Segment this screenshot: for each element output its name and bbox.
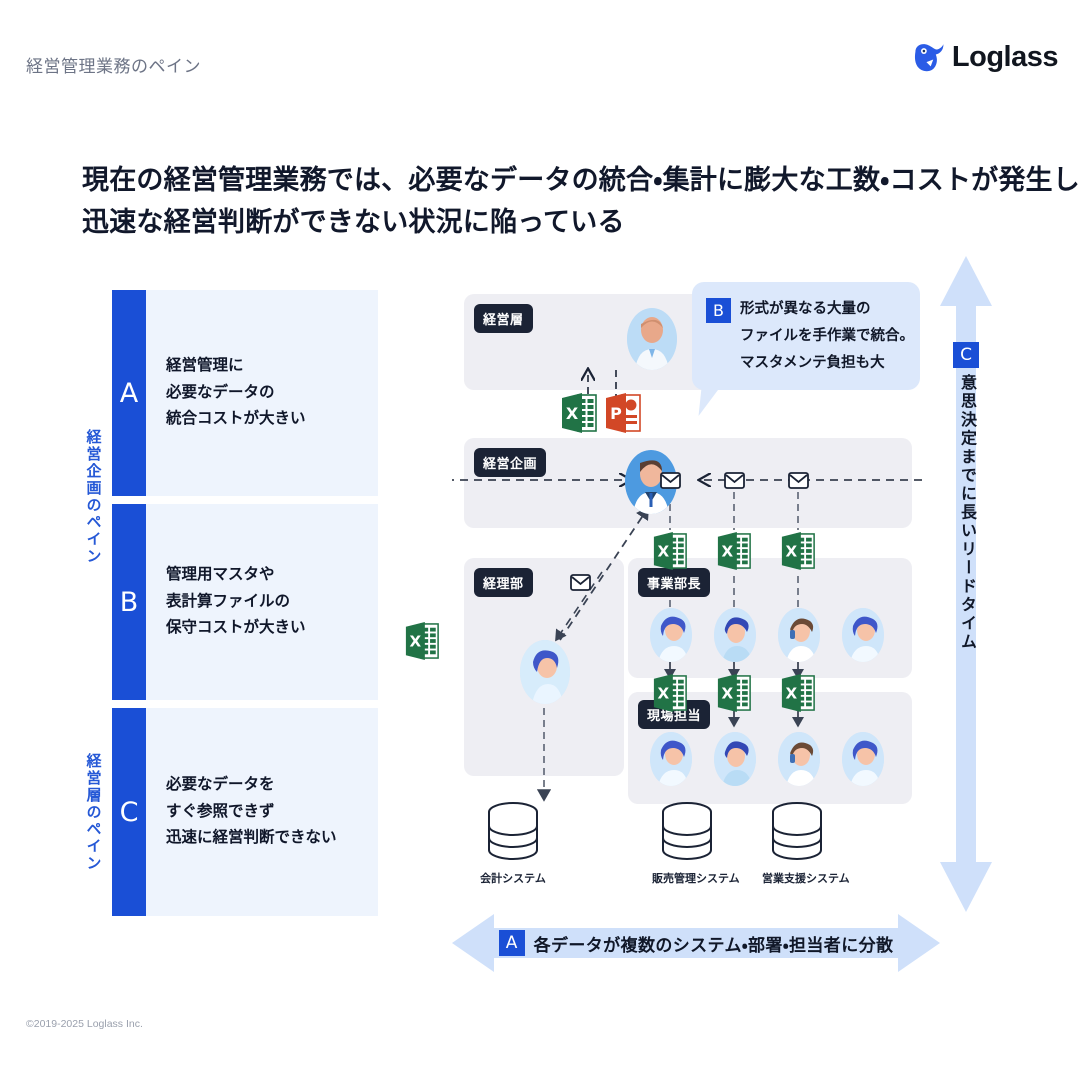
pain-row-b[interactable]: B 管理用マスタや 表計算ファイルの 保守コストが大きい: [112, 504, 378, 700]
excel-icon-bu-3: X: [780, 530, 816, 577]
pain-a-line-2: 必要なデータの: [166, 383, 275, 401]
bottom-arrow-text: 各データが複数のシステム・部署・担当者に分散: [533, 935, 894, 955]
svg-text:X: X: [786, 543, 798, 561]
pain-c-line-2: すぐ参照できず: [166, 802, 275, 820]
svg-text:P: P: [610, 404, 622, 423]
headline-line-1: 現在の経営管理業務では、必要なデータの統合・集計に膨大な工数・コストが発生してお…: [82, 165, 1080, 195]
svg-text:X: X: [566, 404, 579, 423]
callout-b-text: 形式が異なる大量の ファイルを手作業で統合。 マスタメンテ負担も大: [740, 296, 914, 376]
avatar-planner: [625, 450, 677, 514]
pain-c-line-1: 必要なデータを: [166, 776, 275, 794]
svg-text:X: X: [786, 685, 798, 703]
avatar-bu-3: [778, 608, 820, 662]
avatar-bu-4: [842, 608, 884, 662]
bottom-arrow-a: A 各データが複数のシステム・部署・担当者に分散: [452, 908, 940, 978]
svg-text:X: X: [722, 543, 734, 561]
excel-icon-standalone: X: [404, 620, 440, 667]
headline: 現在の経営管理業務では、必要なデータの統合・集計に膨大な工数・コストが発生してお…: [82, 160, 1080, 244]
avatar-genba-4: [842, 732, 884, 786]
vertical-arrow-text: 意思決定までに長いリードタイム: [958, 374, 975, 652]
excel-icon-bu-2: X: [716, 530, 752, 577]
database-label-sfa: 営業支援システム: [762, 873, 850, 885]
excel-icon-bu-1: X: [652, 530, 688, 577]
avatar-bu-2: [714, 608, 756, 662]
avatar-genba-2: [714, 732, 756, 786]
pain-axis: 経営企画のペイン 経営層のペイン: [78, 288, 108, 916]
excel-icon-exec: X: [560, 392, 598, 439]
database-sfa: 営業支援システム: [762, 800, 850, 886]
callout-b-line-2: ファイルを手作業で統合。: [740, 327, 914, 344]
pain-badge-a: A: [112, 290, 146, 496]
envelope-icon-4: [570, 572, 591, 598]
axis-label-keieikikaku: 経営企画のペイン: [84, 429, 102, 565]
zone-label-keieikikaku: 経営企画: [474, 448, 547, 477]
excel-icon-genba-1: X: [652, 672, 688, 719]
headline-line-2: 迅速な経営判断ができない状況に陥っている: [82, 206, 625, 237]
database-row: 会計システム 販売管理システム 営業支援システム: [452, 800, 932, 900]
avatar-accounting: [520, 640, 570, 704]
callout-b-line-3: マスタメンテ負担も大: [740, 354, 885, 371]
pain-row-a[interactable]: A 経営管理に 必要なデータの 統合コストが大きい: [112, 290, 378, 496]
footer-copyright: ©2019-2025 Loglass Inc.: [26, 1018, 143, 1030]
logo-text: Loglass: [951, 40, 1059, 73]
avatar-genba-1: [650, 732, 692, 786]
svg-text:X: X: [658, 685, 670, 703]
svg-text:X: X: [658, 543, 670, 561]
excel-icon-genba-2: X: [716, 672, 752, 719]
callout-badge-b: B: [706, 298, 731, 323]
pain-row-c[interactable]: C 必要なデータを すぐ参照できず 迅速に経営判断できない: [112, 708, 378, 916]
pain-badge-b: B: [112, 504, 146, 700]
callout-b-line-1: 形式が異なる大量の: [740, 301, 871, 317]
powerpoint-icon-exec: P: [604, 392, 642, 439]
avatar-genba-3: [778, 732, 820, 786]
bottom-arrow-badge-a: A: [498, 930, 525, 956]
database-sales-mgmt: 販売管理システム: [652, 800, 740, 886]
axis-label-keieisou: 経営層のペイン: [84, 752, 102, 872]
pain-c-line-3: 迅速に経営判断できない: [166, 829, 337, 847]
database-accounting: 会計システム: [478, 800, 548, 886]
brand-logo: Loglass: [912, 40, 1059, 74]
zone-label-keiribu: 経理部: [474, 568, 533, 597]
envelope-icon-2: [724, 470, 745, 496]
zone-label-jigyoubuchou: 事業部長: [638, 568, 711, 597]
pain-b-line-2: 表計算ファイルの: [166, 592, 291, 610]
zone-label-keieisou: 経営層: [474, 304, 533, 333]
system-diagram: 経営層 経営企画 経理部 事業部長 現場担当: [405, 280, 932, 900]
page-title: 経営管理業務のペイン: [26, 57, 201, 76]
avatar-bu-1: [650, 608, 692, 662]
pain-body-c: 必要なデータを すぐ参照できず 迅速に経営判断できない: [146, 708, 378, 916]
vertical-arrow-badge-c: C: [953, 342, 979, 368]
envelope-icon-3: [788, 470, 809, 496]
pain-a-line-1: 経営管理に: [166, 357, 244, 375]
database-label-sales-mgmt: 販売管理システム: [652, 873, 740, 885]
pain-body-a: 経営管理に 必要なデータの 統合コストが大きい: [146, 290, 378, 496]
avatar-executive: [627, 308, 677, 370]
vertical-arrow-c: C 意思決定までに長いリードタイム: [940, 256, 992, 912]
svg-text:X: X: [722, 685, 734, 703]
pain-b-line-3: 保守コストが大きい: [166, 619, 306, 637]
callout-b: B 形式が異なる大量の ファイルを手作業で統合。 マスタメンテ負担も大: [692, 282, 920, 417]
database-label-accounting: 会計システム: [480, 873, 546, 885]
excel-icon-genba-3: X: [780, 672, 816, 719]
pain-table: 経営企画のペイン 経営層のペイン A 経営管理に 必要なデータの 統合コストが大…: [78, 288, 378, 916]
pain-a-line-3: 統合コストが大きい: [166, 410, 306, 428]
pain-body-b: 管理用マスタや 表計算ファイルの 保守コストが大きい: [146, 504, 378, 700]
pain-badge-c: C: [112, 708, 146, 916]
svg-text:X: X: [410, 633, 422, 651]
callout-tail: [698, 388, 720, 417]
whale-icon: [912, 40, 946, 74]
envelope-icon-1: [660, 470, 681, 496]
pain-b-line-1: 管理用マスタや: [166, 566, 275, 584]
